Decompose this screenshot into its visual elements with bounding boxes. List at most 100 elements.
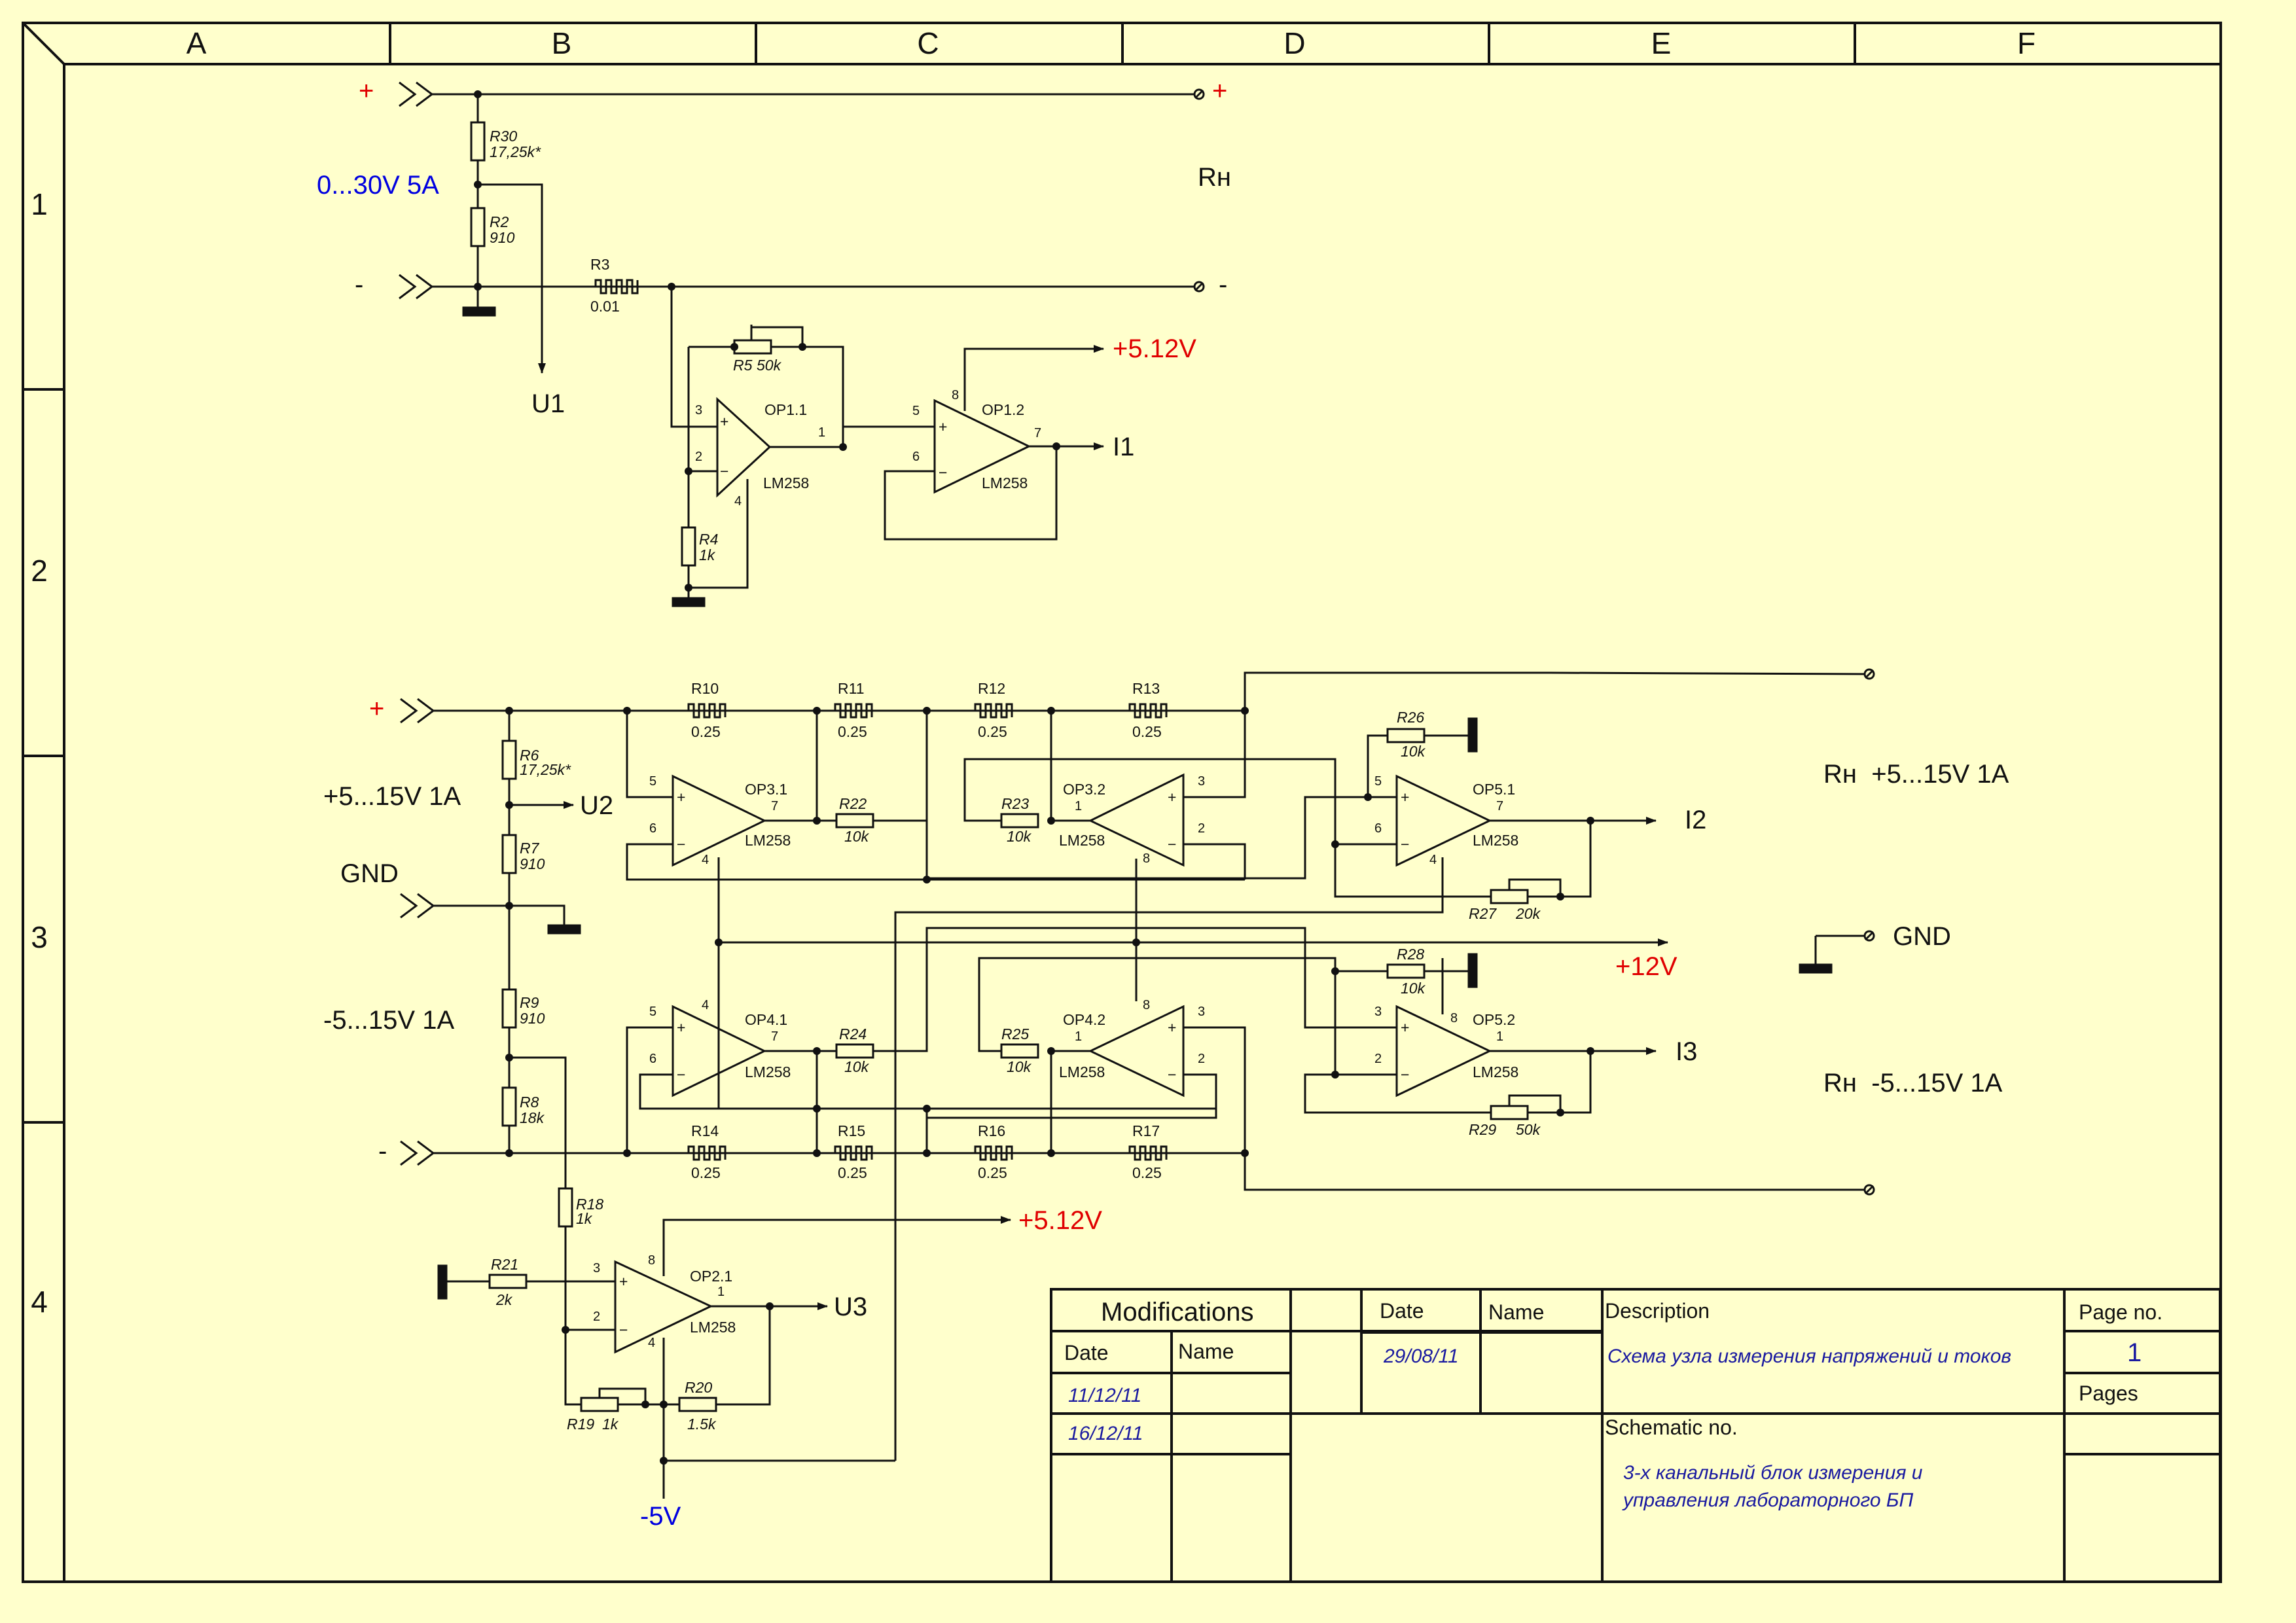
resistor-r6 xyxy=(501,740,517,780)
gnd-output-label: GND xyxy=(1893,922,1951,951)
plus-input-label-2: + xyxy=(369,694,384,723)
ground-symbol-3 xyxy=(547,924,581,935)
svg-text:6: 6 xyxy=(649,821,656,836)
section-3-u3 xyxy=(437,1187,1011,1499)
svg-text:6: 6 xyxy=(649,1052,656,1066)
resistor-r29 xyxy=(1490,1105,1529,1120)
resistor-r9 xyxy=(501,988,517,1029)
svg-text:6: 6 xyxy=(1374,821,1382,836)
r14-ref: R14 xyxy=(691,1122,719,1139)
terminal-plus-1 xyxy=(1193,88,1205,100)
resistor-r12 xyxy=(974,703,1013,719)
opamp-op1-2 xyxy=(933,399,1031,494)
svg-text:3: 3 xyxy=(1374,1005,1382,1019)
svg-text:8: 8 xyxy=(1450,1011,1458,1026)
load-label-1: Rн xyxy=(1198,163,1231,192)
r28-ref: R28 xyxy=(1397,946,1424,963)
r28-value: 10k xyxy=(1401,980,1426,997)
opamp-op4-2 xyxy=(1088,1005,1185,1097)
svg-text:+: + xyxy=(677,1019,685,1036)
schematic-value-line-1: 3-х канальный блок измерения и xyxy=(1623,1462,1923,1484)
svg-text:7: 7 xyxy=(771,799,778,813)
r8-ref: R8 xyxy=(520,1094,539,1111)
opamp-op5-2 xyxy=(1395,1005,1492,1097)
i3-label: I3 xyxy=(1676,1037,1697,1066)
resistor-r30 xyxy=(470,121,486,162)
op2-1-part: LM258 xyxy=(690,1319,736,1336)
resistor-r8 xyxy=(501,1086,517,1127)
svg-text:1: 1 xyxy=(1496,1029,1503,1044)
r18-value: 1k xyxy=(576,1210,593,1227)
row-label-1: 1 xyxy=(31,187,48,221)
svg-text:7: 7 xyxy=(1496,799,1503,813)
terminal-gnd-out xyxy=(1863,930,1875,942)
ground-symbol-6 xyxy=(1799,963,1833,974)
r9-value: 910 xyxy=(520,1010,545,1027)
op4-1-ref: OP4.1 xyxy=(745,1011,787,1028)
op1-1-part: LM258 xyxy=(763,474,809,491)
column-labels: A B C D E F xyxy=(187,26,2036,60)
resistor-r7 xyxy=(501,834,517,874)
resistor-r5 xyxy=(733,339,772,355)
row-label-4: 4 xyxy=(31,1285,48,1319)
load-pos-label: Rн +5...15V 1A xyxy=(1823,760,2009,789)
r16-value: 0.25 xyxy=(978,1164,1007,1181)
r23-value: 10k xyxy=(1007,828,1032,845)
svg-text:1: 1 xyxy=(717,1285,725,1299)
resistor-r23 xyxy=(1000,813,1039,829)
u3-label: U3 xyxy=(834,1293,867,1321)
r27-ref: R27 xyxy=(1469,905,1497,922)
svg-text:2: 2 xyxy=(1198,821,1205,836)
r9-ref: R9 xyxy=(520,994,539,1011)
svg-text:−: − xyxy=(1168,1066,1176,1083)
gnd-input-label: GND xyxy=(340,859,399,888)
svg-text:+: + xyxy=(1168,789,1176,806)
r27-value: 20k xyxy=(1515,905,1541,922)
r26-value: 10k xyxy=(1401,743,1426,760)
r3-value: 0.01 xyxy=(590,298,620,315)
page-no-header: Page no. xyxy=(2079,1300,2162,1324)
r17-ref: R17 xyxy=(1132,1122,1160,1139)
r25-value: 10k xyxy=(1007,1058,1032,1075)
resistor-r14 xyxy=(687,1145,726,1161)
mod-date-1: 11/12/11 xyxy=(1068,1385,1141,1406)
op3-1-part: LM258 xyxy=(745,832,791,849)
op5-1-ref: OP5.1 xyxy=(1473,781,1515,798)
resistor-r20 xyxy=(678,1397,717,1412)
date-header: Date xyxy=(1380,1299,1424,1323)
svg-text:−: − xyxy=(677,1066,685,1083)
r21-ref: R21 xyxy=(491,1256,518,1273)
r12-ref: R12 xyxy=(978,680,1005,697)
resistor-r2 xyxy=(470,207,486,247)
r15-ref: R15 xyxy=(838,1122,865,1139)
svg-text:2: 2 xyxy=(593,1310,600,1324)
resistor-r3 xyxy=(594,279,639,294)
r5-ref: R5 xyxy=(733,357,753,374)
range-label-1: 0...30V 5A xyxy=(317,171,439,200)
svg-text:−: − xyxy=(939,464,947,481)
terminal-top-load xyxy=(1863,668,1875,680)
op1-2-pin-6: 6 xyxy=(912,450,920,464)
section-2-dots xyxy=(505,707,1594,1157)
svg-text:3: 3 xyxy=(593,1261,600,1275)
page-no-value: 1 xyxy=(2127,1338,2142,1367)
title-block-text: Modifications Date Name 11/12/11 16/12/1… xyxy=(1064,1298,2162,1511)
resistor-r19 xyxy=(580,1397,619,1412)
terminal-minus-1 xyxy=(1193,281,1205,293)
u1-label: U1 xyxy=(531,389,565,418)
resistor-r28 xyxy=(1386,963,1426,979)
r29-ref: R29 xyxy=(1469,1121,1496,1138)
r19-value: 1k xyxy=(602,1416,619,1433)
section-3-text: R18 1k R21 2k R19 1k R20 1.5k OP2.1 LM25… xyxy=(491,1196,1102,1531)
svg-text:1: 1 xyxy=(1075,1029,1082,1044)
r14-value: 0.25 xyxy=(691,1164,721,1181)
supply-label-3: +5.12V xyxy=(1018,1206,1102,1235)
op5-1-part: LM258 xyxy=(1473,832,1518,849)
ground-symbol-5 xyxy=(1467,953,1478,988)
svg-text:4: 4 xyxy=(702,853,709,867)
op1-2-pin-7: 7 xyxy=(1034,426,1041,440)
r20-ref: R20 xyxy=(685,1379,712,1396)
svg-text:7: 7 xyxy=(771,1029,778,1044)
op1-1-pin-1: 1 xyxy=(818,425,825,440)
section-3-dots xyxy=(562,1302,774,1465)
